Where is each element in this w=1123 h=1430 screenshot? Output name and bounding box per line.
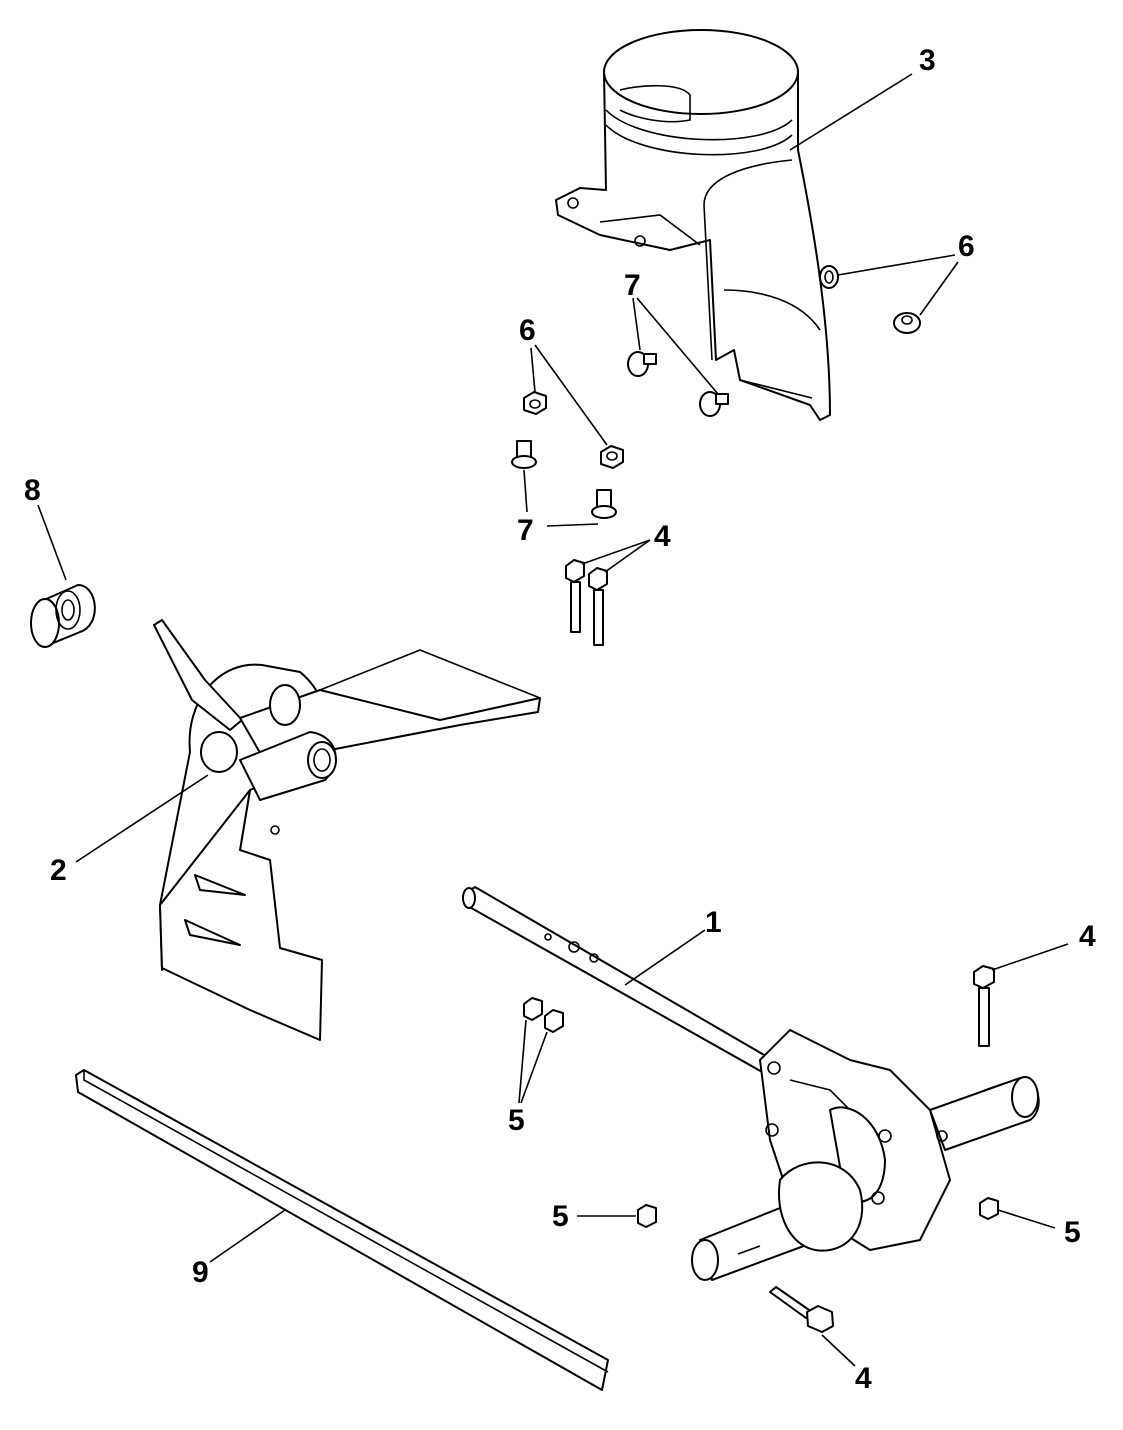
flange-nut-icon[interactable] — [523, 391, 624, 469]
bolt-icon[interactable] — [565, 559, 608, 646]
shaft-icon[interactable] — [462, 886, 1040, 1281]
carriage-bolt-icon[interactable] — [511, 440, 617, 519]
callout-3: 3 — [919, 44, 936, 77]
carriage-bolt-icon[interactable] — [627, 351, 729, 417]
impeller-icon[interactable] — [153, 619, 541, 1041]
callout-2: 2 — [50, 854, 67, 887]
callout-9: 9 — [192, 1256, 209, 1289]
callout-7: 7 — [624, 269, 641, 302]
callout-8: 8 — [24, 474, 41, 507]
bolt-icon[interactable] — [973, 965, 995, 1047]
callout-5: 5 — [552, 1200, 569, 1233]
callout-6: 6 — [958, 230, 975, 263]
callout-5: 5 — [508, 1104, 525, 1137]
callout-5: 5 — [1064, 1216, 1081, 1249]
callout-4: 4 — [654, 520, 671, 553]
callout-7: 7 — [517, 514, 534, 547]
leader-lines — [37, 73, 1069, 1367]
callout-4: 4 — [855, 1362, 872, 1395]
callout-4: 4 — [1079, 920, 1096, 953]
key-bar-icon[interactable] — [75, 1069, 609, 1391]
bearing-icon[interactable] — [30, 584, 96, 648]
flange-nut-icon[interactable] — [819, 265, 921, 334]
bolt-icon[interactable] — [769, 1286, 834, 1333]
callout-labels: 3 6 7 6 7 4 8 2 1 4 5 5 5 9 4 — [24, 44, 1096, 1395]
callout-6: 6 — [519, 314, 536, 347]
callout-1: 1 — [705, 906, 722, 939]
nut-icon[interactable] — [523, 997, 999, 1228]
chute-adapter-icon[interactable] — [555, 29, 831, 421]
